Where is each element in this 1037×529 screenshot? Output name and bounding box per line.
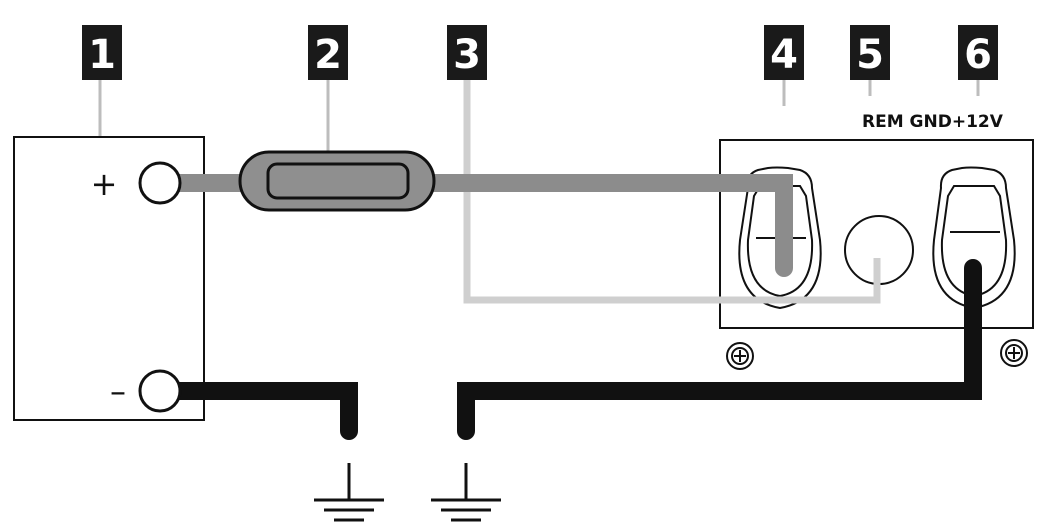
badge-5: 5 xyxy=(850,25,890,80)
amplifier-terminal-label: REM GND+12V xyxy=(862,112,1004,132)
battery-positive-terminal xyxy=(138,161,182,205)
badge-2: 2 xyxy=(308,25,348,80)
battery-plus-sign: + xyxy=(91,165,118,203)
badge-6-number: 6 xyxy=(964,32,992,78)
badge-3: 3 xyxy=(447,25,487,80)
badge-4: 4 xyxy=(764,25,804,80)
badge-4-number: 4 xyxy=(770,32,798,78)
badge-5-number: 5 xyxy=(856,32,884,78)
screw-icon-right xyxy=(1000,339,1028,367)
ground-symbol-chassis xyxy=(431,463,501,522)
fuse-holder xyxy=(238,150,436,212)
battery-negative-terminal xyxy=(138,369,182,413)
badge-2-number: 2 xyxy=(314,32,342,78)
amplifier-ground-wire xyxy=(457,259,982,440)
badge-1: 1 xyxy=(82,25,122,80)
battery-ground-wire xyxy=(151,382,358,440)
screw-icon-left xyxy=(726,342,754,370)
badge-3-number: 3 xyxy=(453,32,481,78)
badge-6: 6 xyxy=(958,25,998,80)
badge-1-number: 1 xyxy=(88,32,116,78)
ground-symbol-battery xyxy=(314,463,384,522)
battery-minus-sign: – xyxy=(110,372,126,410)
